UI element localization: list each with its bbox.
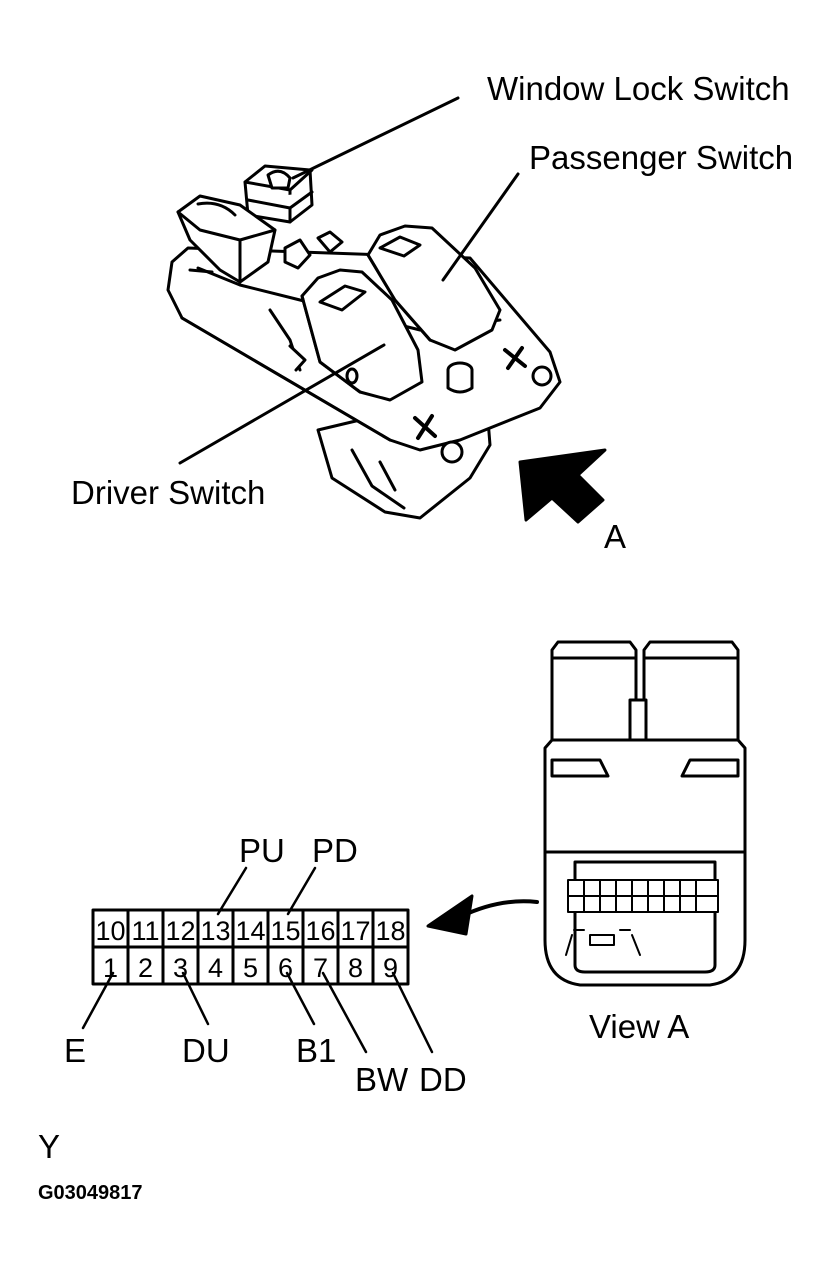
master-switch-illustration bbox=[166, 164, 562, 520]
pin-number: 15 bbox=[270, 916, 300, 946]
pin-number: 1 bbox=[103, 953, 118, 983]
pin-number: 13 bbox=[200, 916, 230, 946]
terminal-pu-label: PU bbox=[239, 832, 285, 869]
pin-number: 8 bbox=[348, 953, 363, 983]
pin-number: 16 bbox=[305, 916, 335, 946]
pin-number: 18 bbox=[375, 916, 405, 946]
bottom-row-pins: 1 2 3 4 5 6 7 8 9 bbox=[103, 953, 398, 983]
terminal-bw-label: BW bbox=[355, 1061, 409, 1098]
window-lock-switch-label: Window Lock Switch bbox=[487, 70, 790, 107]
terminal-e-label: E bbox=[64, 1032, 87, 1069]
pin-number: 4 bbox=[208, 953, 223, 983]
terminal-du-label: DU bbox=[182, 1032, 230, 1069]
view-direction-arrow bbox=[518, 448, 607, 524]
view-a-connector-illustration bbox=[543, 640, 747, 987]
view-a-curved-arrow bbox=[460, 899, 539, 918]
passenger-switch-label: Passenger Switch bbox=[529, 139, 794, 176]
view-a-arrowhead bbox=[426, 894, 474, 936]
pin-number: 12 bbox=[165, 916, 195, 946]
view-arrow-label: A bbox=[604, 518, 627, 555]
pin-number: 7 bbox=[313, 953, 328, 983]
pin-number: 17 bbox=[340, 916, 370, 946]
connector-pin-grid bbox=[91, 908, 410, 986]
passenger-leader bbox=[441, 172, 520, 282]
pin-number: 9 bbox=[383, 953, 398, 983]
driver-leader bbox=[178, 343, 386, 465]
view-a-label: View A bbox=[589, 1008, 690, 1045]
pin-number: 3 bbox=[173, 953, 188, 983]
pin-number: 6 bbox=[278, 953, 293, 983]
pin-number: 10 bbox=[95, 916, 125, 946]
pin-number: 2 bbox=[138, 953, 153, 983]
driver-switch-label: Driver Switch bbox=[71, 474, 266, 511]
terminal-pd-label: PD bbox=[312, 832, 358, 869]
terminal-dd-label: DD bbox=[419, 1061, 467, 1098]
pin-number: 14 bbox=[235, 916, 265, 946]
top-row-pins: 10 11 12 13 14 15 16 17 18 bbox=[95, 916, 405, 946]
pin-number: 5 bbox=[243, 953, 258, 983]
pin-number: 11 bbox=[131, 916, 159, 946]
figure-code: G03049817 bbox=[38, 1182, 143, 1204]
corner-letter: Y bbox=[38, 1128, 61, 1165]
terminal-leaders bbox=[81, 866, 434, 1054]
window-lock-leader bbox=[291, 96, 460, 180]
terminal-b1-label: B1 bbox=[296, 1032, 337, 1069]
